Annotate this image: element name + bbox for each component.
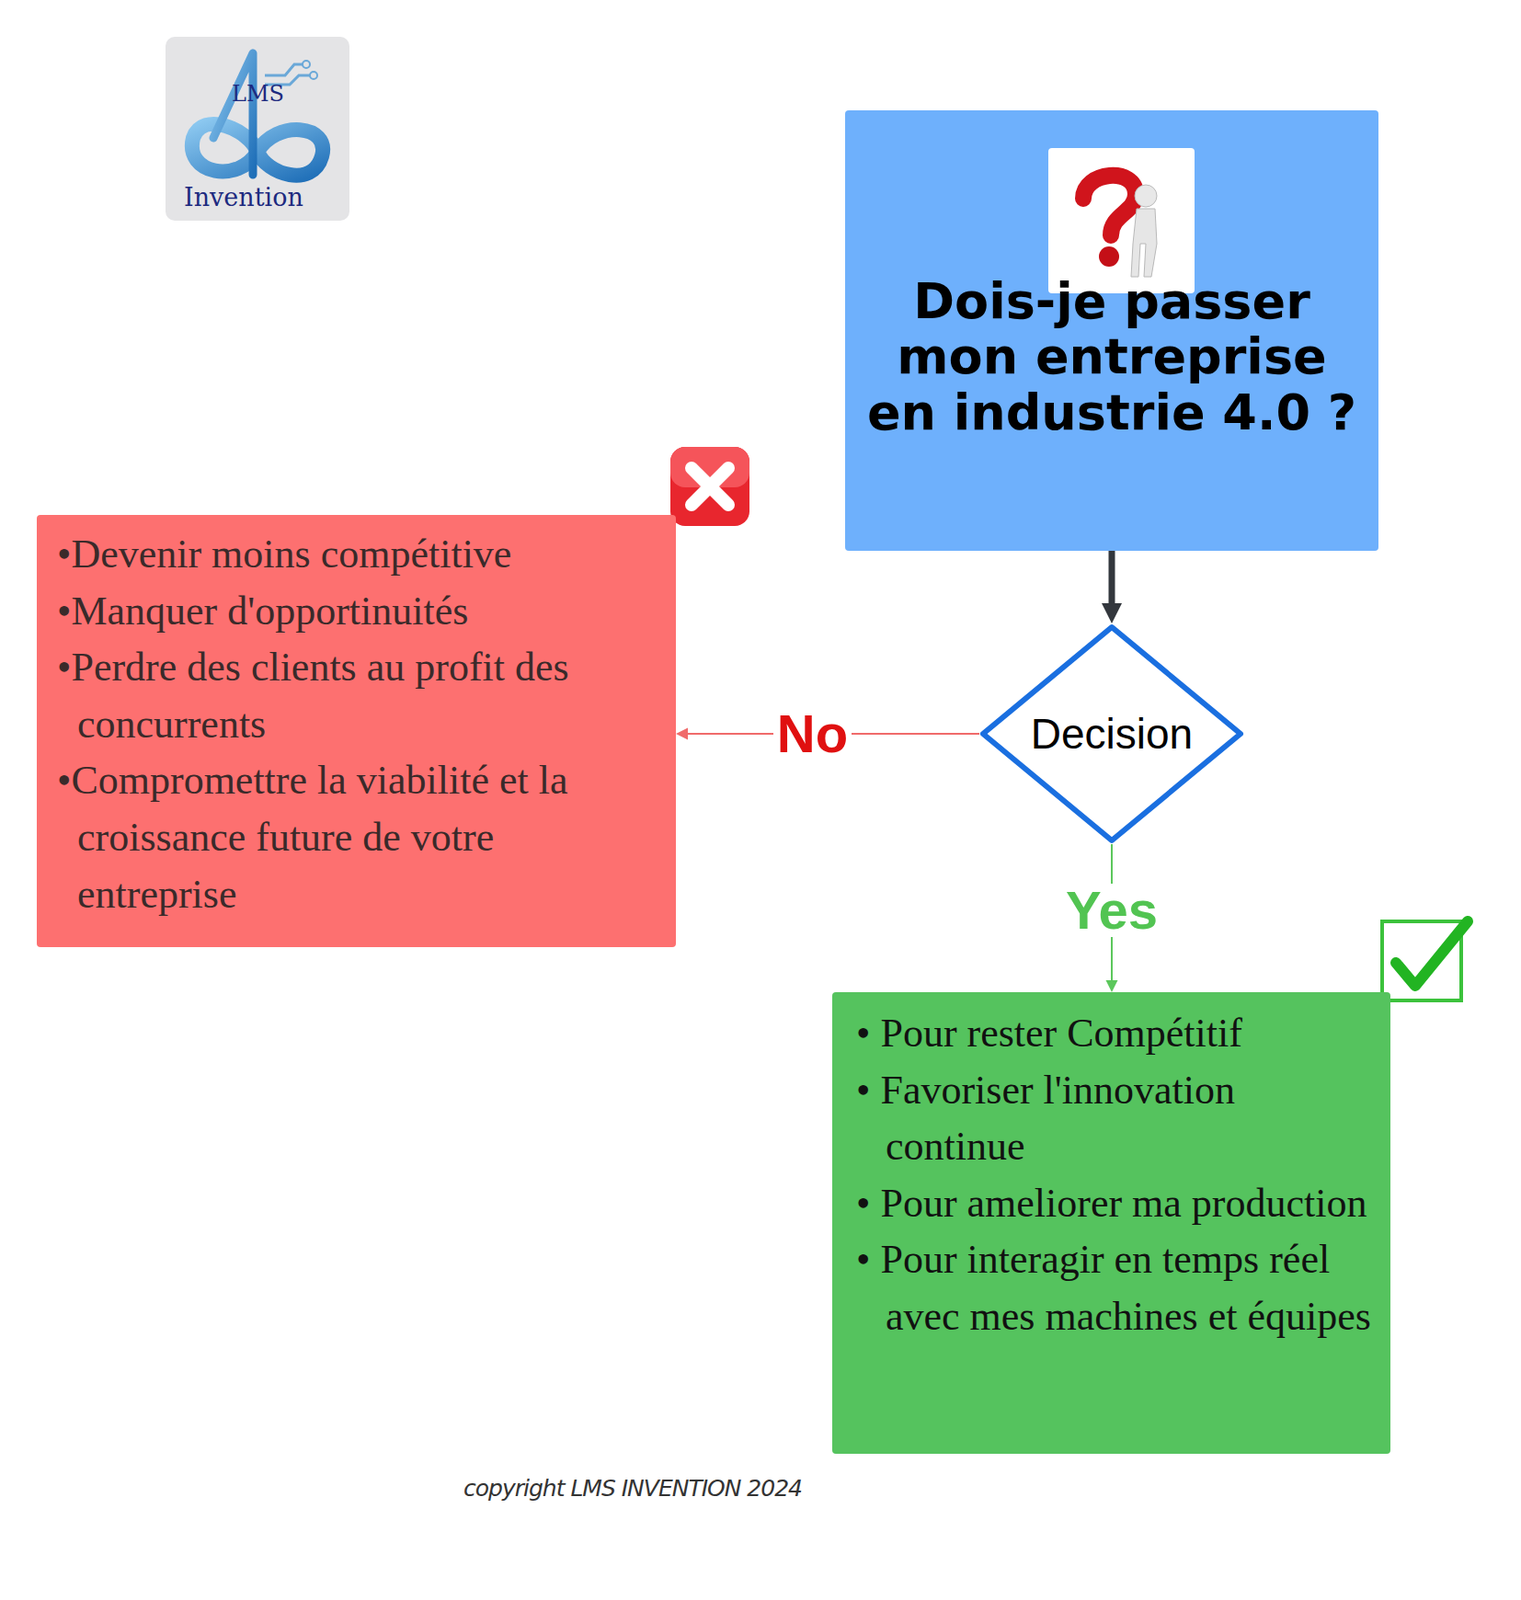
logo-text: LMS [231, 80, 285, 107]
list-item: • Pour rester Compétitif [848, 1005, 1382, 1063]
edge-label: No [773, 707, 852, 761]
question-title: Dois-je passer mon entreprise en industr… [854, 274, 1370, 441]
benefit-box: • Pour rester Compétitif• Favoriser l'in… [832, 992, 1391, 1454]
consequence-box: •Devenir moins compétitive•Manquer d'opp… [36, 514, 676, 948]
edge-label: Yes [1062, 883, 1162, 938]
flow-arrow [1101, 550, 1122, 624]
copyright-note: copyright LMS INVENTION 2024 [463, 1475, 802, 1502]
question-man-icon [1048, 148, 1195, 294]
diamond-shape [983, 627, 1241, 841]
list-item: • Pour ameliorer ma production [848, 1175, 1382, 1233]
list-item: • Pour interagir en temps réel avec mes … [848, 1231, 1382, 1345]
logo-ground [165, 36, 350, 221]
list-item: • Favoriser l'innovation continue [848, 1062, 1382, 1176]
logo-text: Invention [183, 182, 304, 212]
four-stroke [213, 53, 253, 175]
list-item: •Compromettre la viabilité et la croissa… [49, 752, 664, 923]
decision-diamond: Decision [979, 623, 1245, 845]
list-item: •Perdre des clients au profit des concur… [49, 639, 664, 753]
list-item: •Devenir moins compétitive [49, 526, 664, 584]
cross-icon [662, 439, 755, 532]
list-item: •Manquer d'opportinuités [49, 583, 664, 641]
decision-text: Decision [1030, 709, 1193, 759]
question-box: Dois-je passer mon entreprise en industr… [845, 110, 1379, 551]
